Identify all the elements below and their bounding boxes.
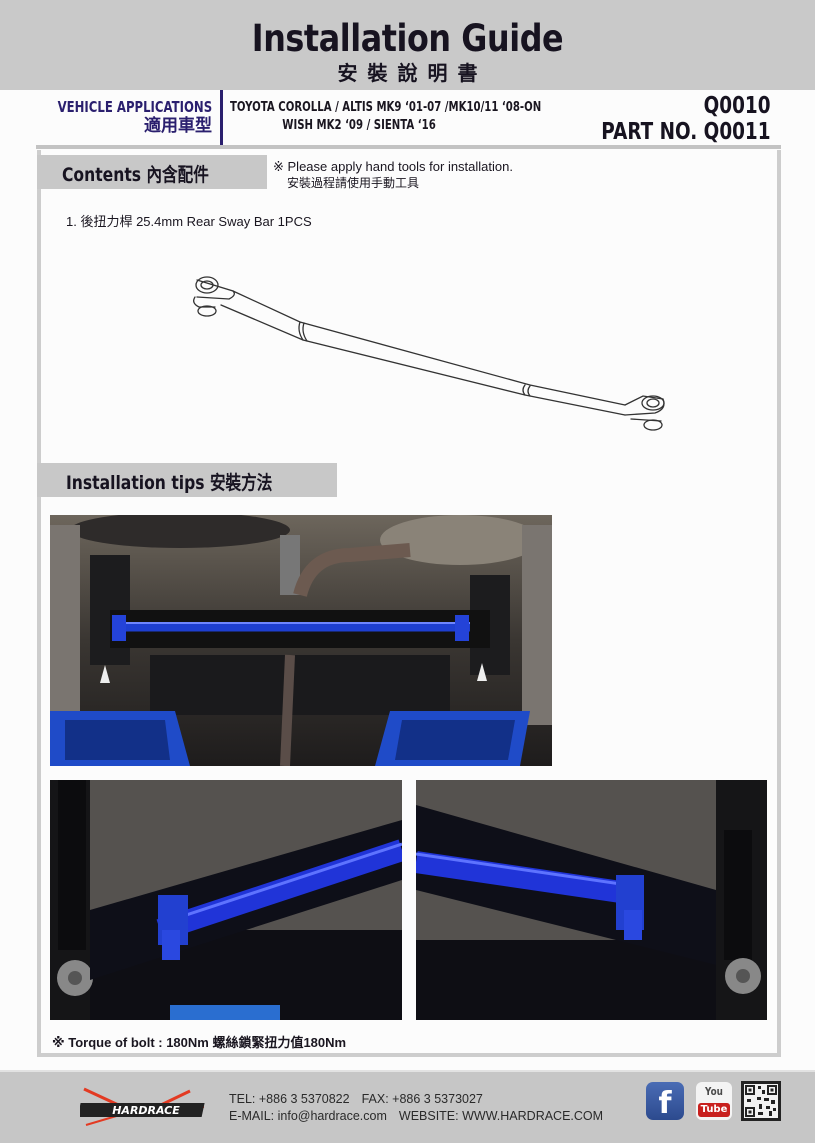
vehicle-applications-zh: 適用車型: [144, 116, 212, 135]
header-rule: [36, 145, 781, 149]
qr-code-graphic: [744, 1084, 778, 1118]
hand-tools-note-en: ※ Please apply hand tools for installati…: [273, 159, 513, 174]
right-mount-closeup-photo: [416, 780, 767, 1020]
footer-divider: [0, 1070, 815, 1072]
left-mount-graphic: [50, 780, 402, 1020]
left-mount-closeup-photo: [50, 780, 402, 1020]
underside-photo-graphic: [50, 515, 552, 766]
contents-item: 1. 後扭力桿 25.4mm Rear Sway Bar 1PCS: [66, 214, 312, 229]
youtube-you-text: You: [705, 1085, 723, 1098]
facebook-icon[interactable]: f: [646, 1082, 684, 1120]
vehicle-applications-en: VEHICLE APPLICATIONS: [57, 98, 212, 116]
vehicle-header: VEHICLE APPLICATIONS 適用車型 TOYOTA COROLLA…: [0, 90, 815, 148]
installation-section-label: Installation tips 安裝方法: [37, 463, 337, 497]
hand-tools-note: ※ Please apply hand tools for installati…: [273, 159, 513, 191]
page-title: Installation Guide: [251, 17, 564, 60]
contents-heading: Contents 內含配件: [62, 164, 209, 186]
installation-heading: Installation tips 安裝方法: [66, 472, 273, 494]
tel-text: TEL: +886 3 5370822: [229, 1092, 350, 1106]
vehicle-applications-label: VEHICLE APPLICATIONS 適用車型: [14, 98, 212, 136]
torque-note: ※ Torque of bolt : 180Nm 螺絲鎖緊扭力值180Nm: [52, 1035, 347, 1050]
underside-overview-photo: [50, 515, 552, 766]
hardrace-logo: HARDRACE: [80, 1087, 205, 1126]
vehicle-models: TOYOTA COROLLA / ALTIS MK9 ‘01-07 /MK10/…: [230, 99, 541, 135]
brand-text: HARDRACE: [112, 1104, 180, 1117]
right-mount-graphic: [416, 780, 767, 1020]
part-number-line-1: Q0010: [704, 93, 771, 119]
facebook-glyph: f: [658, 1086, 672, 1120]
title-banner: Installation Guide 安裝說明書: [0, 0, 815, 90]
youtube-tube-text: Tube: [697, 1103, 731, 1117]
part-number-line-2: PART NO. Q0011: [601, 119, 771, 145]
models-line-2: WISH MK2 ‘09 / SIENTA ‘16: [282, 118, 436, 133]
models-line-1: TOYOTA COROLLA / ALTIS MK9 ‘01-07 /MK10/…: [230, 100, 542, 115]
header-divider: [220, 90, 223, 147]
fax-text: FAX: +886 3 5373027: [361, 1092, 483, 1106]
page-title-chinese: 安裝說明書: [337, 61, 488, 85]
email-link[interactable]: E-MAIL: info@hardrace.com: [229, 1109, 387, 1123]
contact-line-1: TEL: +886 3 5370822 FAX: +886 3 5373027: [229, 1091, 603, 1108]
contact-info: TEL: +886 3 5370822 FAX: +886 3 5373027 E…: [229, 1091, 603, 1125]
rear-sway-bar-drawing: [193, 276, 665, 431]
contents-section-label: Contents 內含配件: [37, 155, 267, 189]
website-link[interactable]: WEBSITE: WWW.HARDRACE.COM: [398, 1109, 604, 1123]
part-number: Q0010 PART NO. Q0011: [602, 93, 771, 145]
hand-tools-note-zh: 安裝過程請使用手動工具: [287, 176, 420, 190]
youtube-icon[interactable]: You Tube: [696, 1082, 732, 1120]
qr-code-icon[interactable]: [741, 1081, 781, 1121]
contact-line-2: E-MAIL: info@hardrace.com WEBSITE: WWW.HA…: [229, 1108, 603, 1125]
